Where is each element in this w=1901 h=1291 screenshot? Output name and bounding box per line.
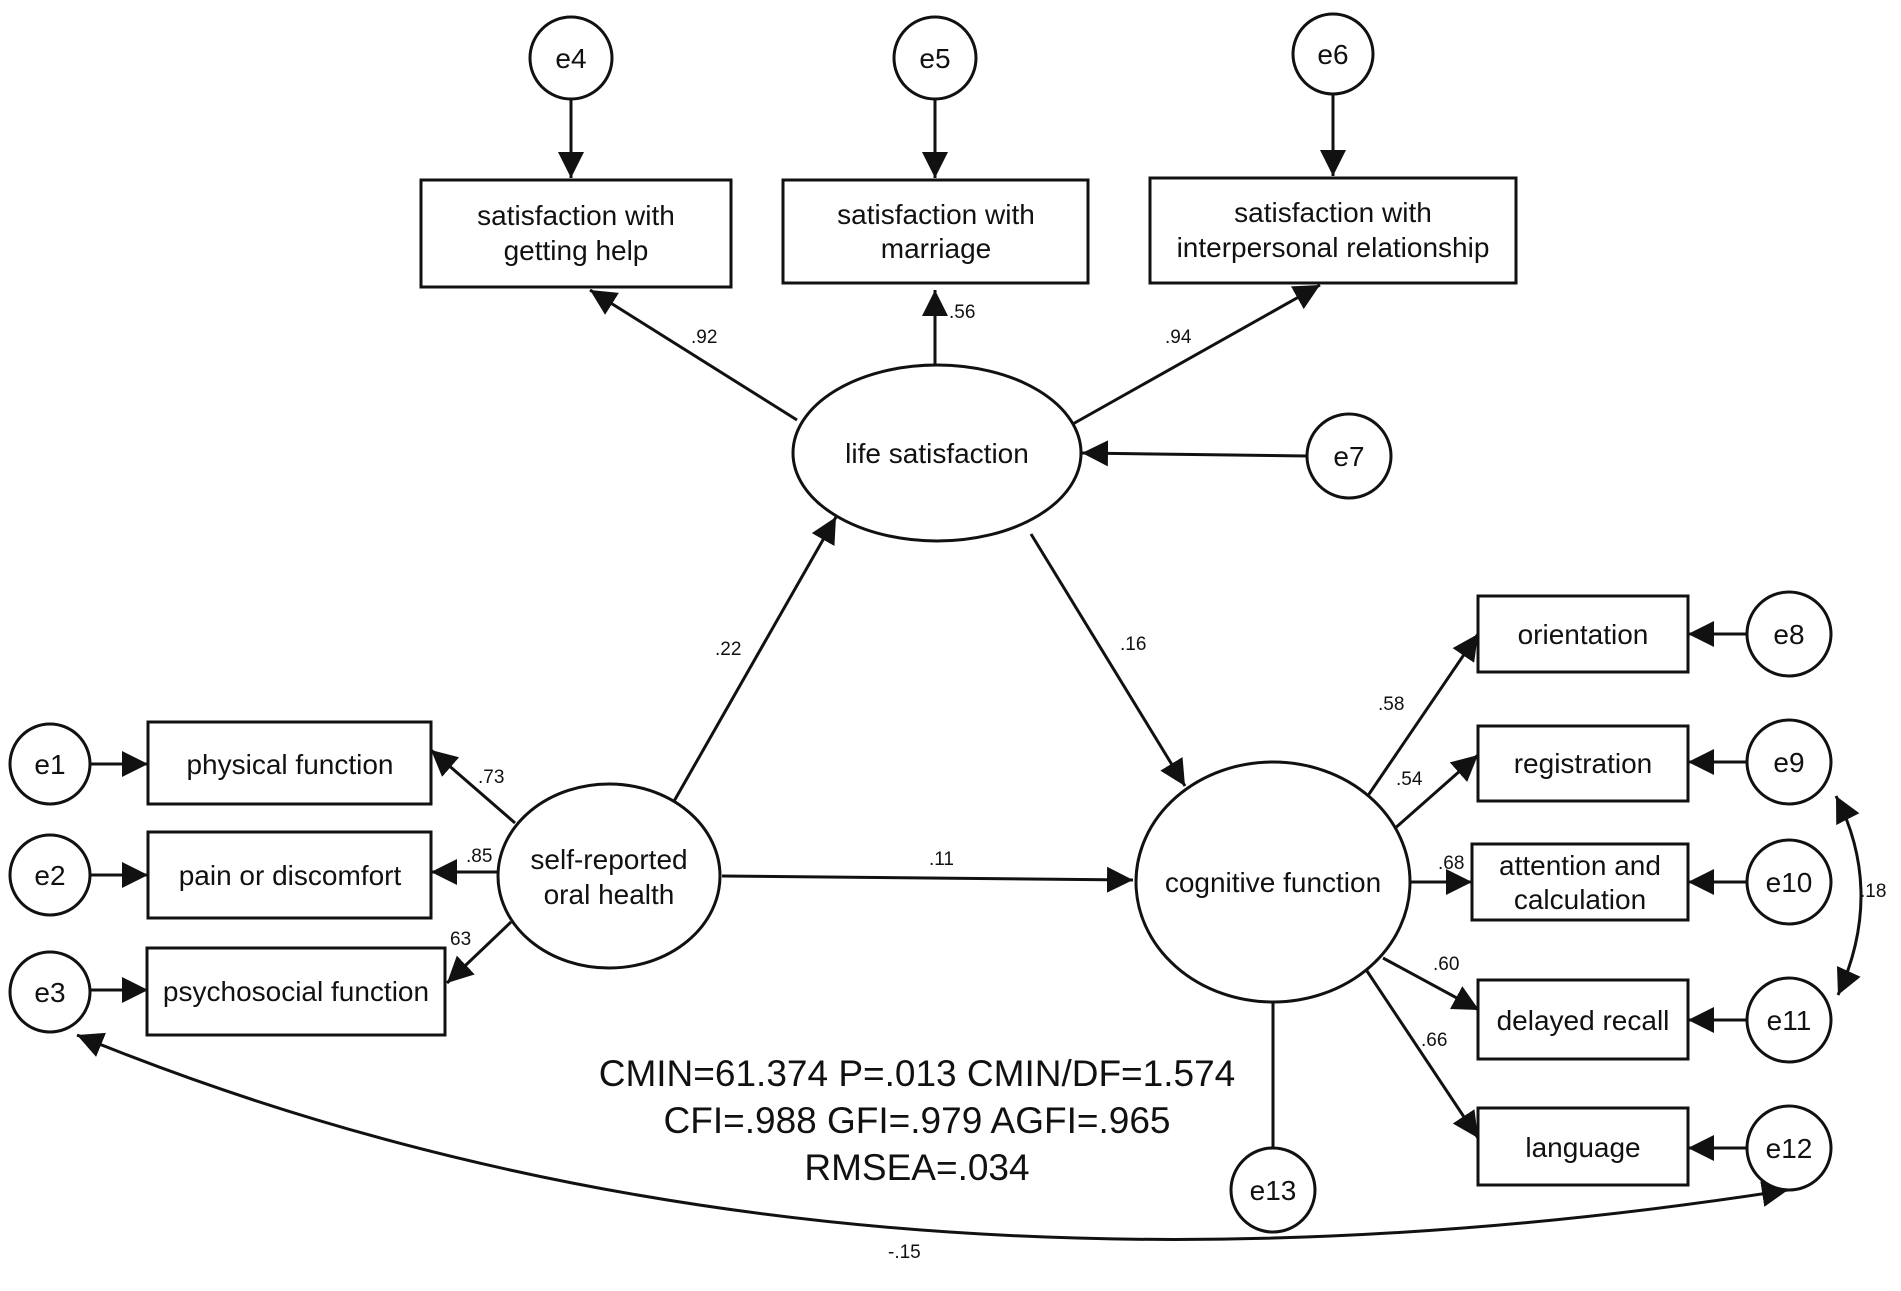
label: e6 <box>1317 39 1348 70</box>
covariance-e3-e12 <box>76 1032 1789 1241</box>
label-line-1: satisfaction with <box>477 200 675 231</box>
box-delayed-recall: delayed recall <box>1476 978 1690 1061</box>
coef-oral-life: .22 <box>715 639 741 660</box>
coef-e9-e11: .18 <box>1860 881 1886 902</box>
label: psychosocial function <box>163 976 429 1007</box>
label-line-1: satisfaction with <box>1234 197 1432 228</box>
error-e6: e6 <box>1291 12 1375 96</box>
error-e10: e10 <box>1745 838 1833 926</box>
label-line-2: oral health <box>544 879 675 910</box>
label-line-2: calculation <box>1514 884 1646 915</box>
coef-recall: .60 <box>1433 954 1459 975</box>
latent-variables: life satisfaction self-reported oral hea… <box>496 363 1412 1004</box>
ellipse-cognitive-function: cognitive function <box>1134 760 1412 1004</box>
label: e11 <box>1767 1005 1812 1036</box>
label: physical function <box>186 749 393 780</box>
label: delayed recall <box>1497 1005 1670 1036</box>
error-e2: e2 <box>8 833 92 917</box>
ellipse-self-reported-oral-health: self-reported oral health <box>496 782 722 970</box>
observed-variables: satisfaction with getting help satisfact… <box>145 176 1690 1187</box>
label: e10 <box>1766 867 1813 898</box>
path-cog-orientation <box>1363 633 1480 801</box>
label-line-1: satisfaction with <box>837 199 1035 230</box>
error-e8: e8 <box>1745 590 1833 678</box>
box-psychosocial-function: psychosocial function <box>145 946 447 1037</box>
error-e11: e11 <box>1745 976 1833 1064</box>
label: pain or discomfort <box>179 860 402 891</box>
coef-marriage: .56 <box>949 302 975 323</box>
box-satisfaction-marriage: satisfaction with marriage <box>781 178 1090 285</box>
coef-help: .92 <box>691 327 717 348</box>
box-language: language <box>1476 1106 1690 1187</box>
box-orientation: orientation <box>1476 594 1690 674</box>
coefficient-labels: .92 .56 .94 .22 .16 .11 .73 .85 63 .58 .… <box>450 302 1886 1263</box>
label: e1 <box>34 749 65 780</box>
label: e3 <box>34 977 65 1008</box>
error-e7: e7 <box>1305 412 1393 500</box>
label-line-2: marriage <box>881 233 991 264</box>
path-oral-physical <box>430 748 516 825</box>
path-cog-language <box>1361 964 1480 1139</box>
coef-attention: .68 <box>1438 853 1464 874</box>
label-line-2: getting help <box>504 235 649 266</box>
label: e8 <box>1773 619 1804 650</box>
label: e5 <box>919 43 950 74</box>
label-line-1: self-reported <box>530 844 687 875</box>
box-attention-calculation: attention and calculation <box>1470 842 1690 922</box>
error-e5: e5 <box>892 15 978 101</box>
coef-physical: .73 <box>478 767 504 788</box>
error-e1: e1 <box>8 722 92 806</box>
coef-e3-e12: -.15 <box>888 1242 921 1263</box>
fit-line-1: CMIN=61.374 P=.013 CMIN/DF=1.574 <box>599 1053 1236 1094</box>
fit-indices: CMIN=61.374 P=.013 CMIN/DF=1.574 CFI=.98… <box>599 1053 1236 1188</box>
box-physical-function: physical function <box>146 720 433 806</box>
label: orientation <box>1518 619 1649 650</box>
path-oral-life <box>671 516 838 804</box>
coef-registration: .54 <box>1396 769 1423 790</box>
error-e4: e4 <box>528 15 614 101</box>
box-registration: registration <box>1476 724 1690 803</box>
label: e7 <box>1333 441 1364 472</box>
fit-line-3: RMSEA=.034 <box>804 1147 1029 1188</box>
error-e3: e3 <box>8 950 92 1034</box>
label: life satisfaction <box>845 438 1029 469</box>
coef-interpersonal: .94 <box>1165 327 1192 348</box>
label-line-2: interpersonal relationship <box>1177 232 1490 263</box>
arrow-e7-life <box>1081 440 1308 467</box>
fit-line-2: CFI=.988 GFI=.979 AGFI=.965 <box>664 1100 1171 1141</box>
covariance-e9-e11 <box>1834 795 1863 996</box>
path-oral-cognitive <box>721 866 1134 893</box>
path-life-interpersonal <box>1070 283 1321 427</box>
coef-language: .66 <box>1421 1030 1447 1051</box>
box-satisfaction-interpersonal: satisfaction with interpersonal relation… <box>1148 176 1518 285</box>
path-life-help <box>589 288 798 422</box>
path-cog-registration <box>1392 753 1479 832</box>
coef-life-cognitive: .16 <box>1120 634 1146 655</box>
label: cognitive function <box>1165 867 1381 898</box>
path-oral-psychosocial <box>445 920 513 985</box>
coef-pain: .85 <box>466 846 492 867</box>
error-e12: e12 <box>1745 1104 1833 1192</box>
label: e13 <box>1250 1175 1297 1206</box>
path-cog-recall <box>1382 956 1480 1012</box>
label: e12 <box>1766 1133 1813 1164</box>
label-line-1: attention and <box>1499 850 1661 881</box>
coef-orientation: .58 <box>1378 694 1404 715</box>
label: registration <box>1514 748 1653 779</box>
box-pain-or-discomfort: pain or discomfort <box>146 830 433 920</box>
box-satisfaction-getting-help: satisfaction with getting help <box>419 178 733 289</box>
label: language <box>1525 1132 1640 1163</box>
path-life-cognitive <box>1029 533 1187 787</box>
label: e4 <box>555 43 586 74</box>
label: e9 <box>1773 747 1804 778</box>
label: e2 <box>34 860 65 891</box>
coef-oral-cognitive: .11 <box>929 849 954 870</box>
ellipse-life-satisfaction: life satisfaction <box>791 363 1083 543</box>
error-e9: e9 <box>1745 718 1833 806</box>
coef-psychosocial: 63 <box>450 929 471 950</box>
error-terms: e1 e2 e3 e4 e5 e6 e7 e8 e9 e10 e11 e12 e… <box>8 12 1833 1234</box>
error-e13: e13 <box>1229 1146 1317 1234</box>
